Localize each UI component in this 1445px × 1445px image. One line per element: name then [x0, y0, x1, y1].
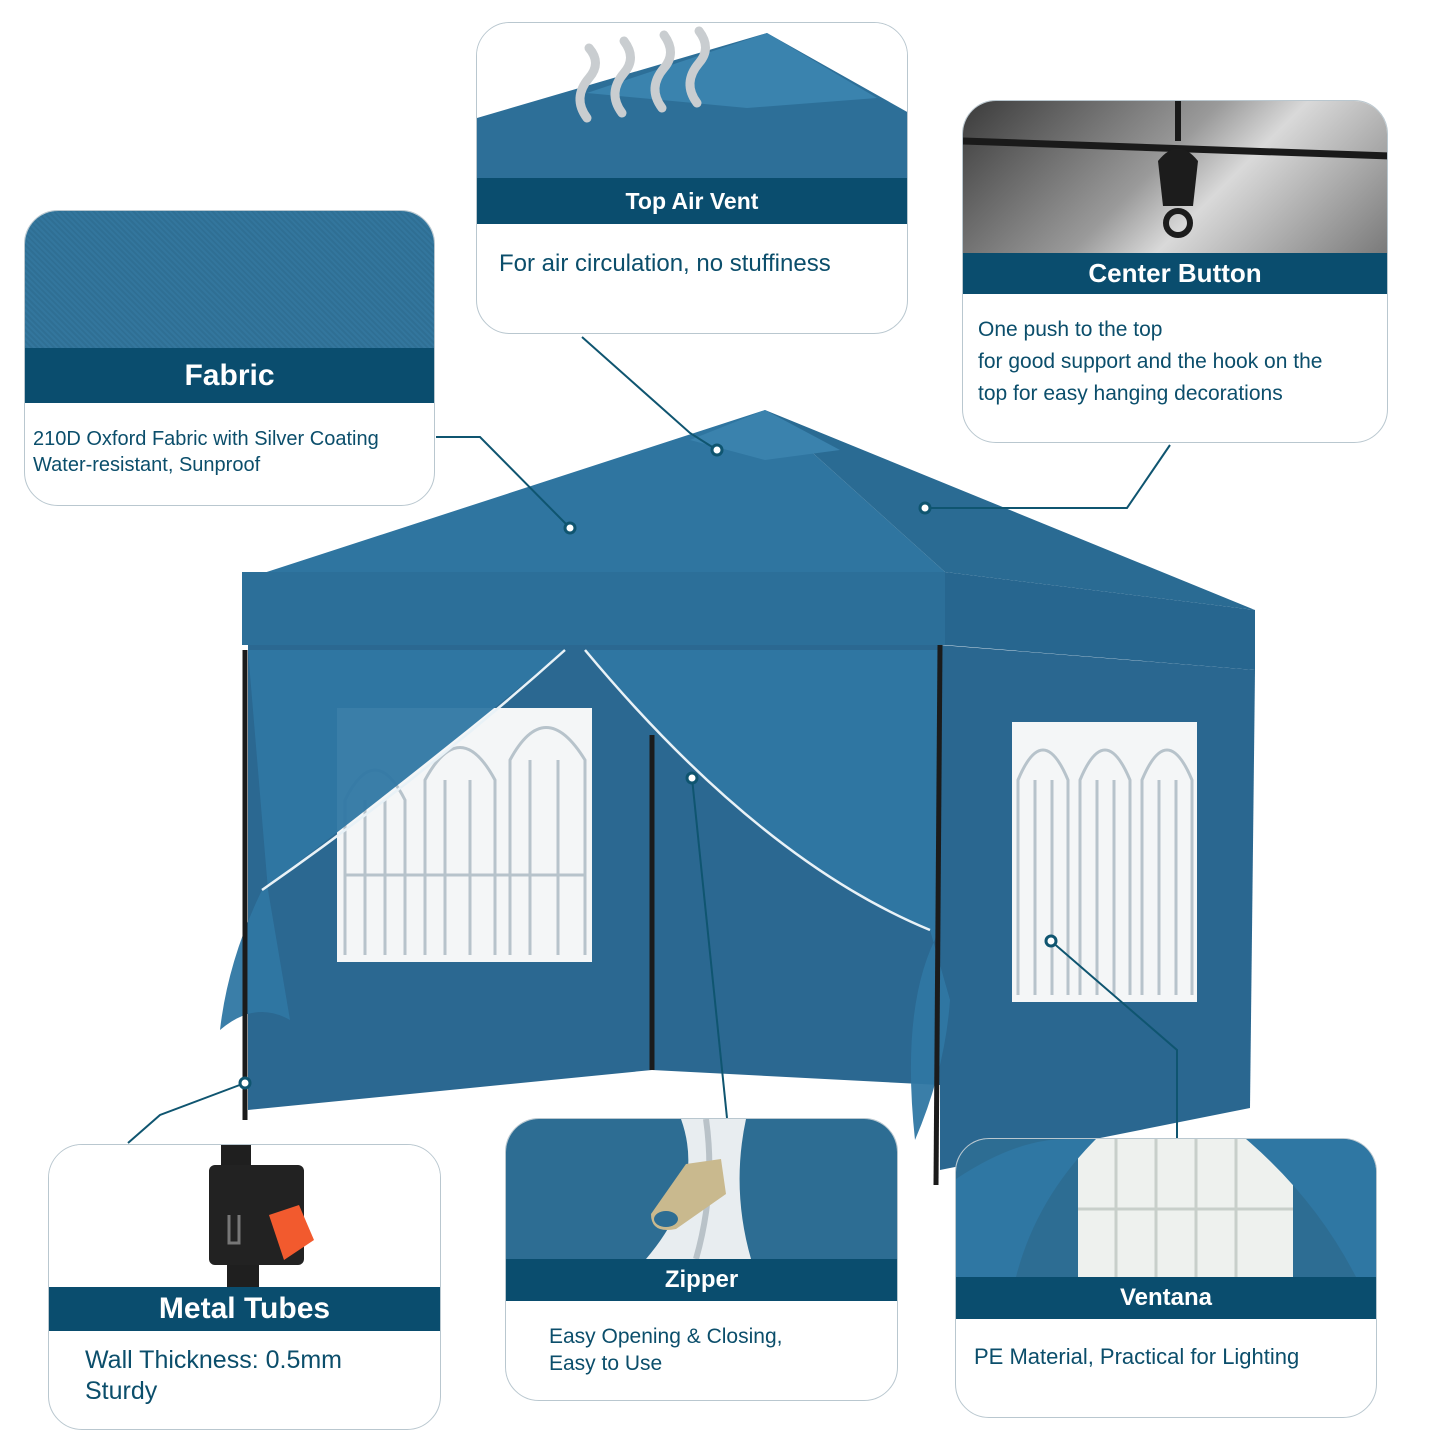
hook-icon — [1158, 148, 1198, 238]
zipper-title: Zipper — [664, 1266, 739, 1293]
vent-image — [477, 23, 907, 178]
ventana-description: PE Material, Practical for Lighting — [974, 1343, 1299, 1371]
center-button-callout: Center Button One push to the top for go… — [962, 100, 1388, 443]
center-button-title: Center Button — [1088, 258, 1262, 288]
vent-description: For air circulation, no stuffiness — [499, 249, 831, 279]
top-air-vent-callout: Top Air Vent For air circulation, no stu… — [476, 22, 908, 334]
left-curtain — [220, 650, 565, 1030]
fabric-title: Fabric — [184, 358, 275, 392]
zipper-callout: Zipper Easy Opening & Closing, Easy to U… — [505, 1118, 898, 1401]
fabric-line-1: 210D Oxford Fabric with Silver Coating — [33, 428, 379, 450]
vent-title-bar: Top Air Vent — [477, 178, 907, 224]
fabric-title-bar: Fabric — [25, 348, 434, 403]
lock-clip-icon — [269, 1205, 314, 1260]
vent-title: Top Air Vent — [625, 187, 759, 214]
zipper-line-2: Easy to Use — [549, 1352, 663, 1375]
fabric-texture-image — [25, 211, 434, 348]
fabric-line-2: Water-resistant, Sunproof — [33, 454, 261, 476]
center-button-image — [963, 101, 1387, 253]
frame-legs — [242, 644, 943, 1186]
ventana-image — [956, 1139, 1376, 1277]
center-button-line-1: One push to the top — [978, 318, 1163, 341]
zipper-pull-icon — [651, 1159, 726, 1230]
metal-tubes-title-bar: Metal Tubes — [49, 1287, 440, 1331]
center-button-description: One push to the top for good support and… — [978, 314, 1322, 410]
roof-right-panel — [765, 410, 1255, 610]
ventana-title: Ventana — [1119, 1284, 1213, 1311]
zipper-description: Easy Opening & Closing, Easy to Use — [549, 1323, 782, 1377]
side-window — [1012, 722, 1197, 1002]
metal-tubes-line-1: Wall Thickness: 0.5mm — [85, 1346, 343, 1374]
zipper-title-bar: Zipper — [506, 1259, 897, 1301]
leader-center — [925, 444, 1171, 509]
metal-tubes-description: Wall Thickness: 0.5mm Sturdy — [85, 1345, 342, 1407]
zipper-image — [506, 1119, 897, 1259]
center-button-title-bar: Center Button — [963, 253, 1387, 294]
ventana-title-bar: Ventana — [956, 1277, 1376, 1319]
metal-tube-image — [49, 1145, 440, 1287]
fabric-description: 210D Oxford Fabric with Silver Coating W… — [33, 426, 379, 478]
right-curtain — [585, 650, 950, 1140]
valance-right — [945, 572, 1255, 670]
center-button-line-3: top for easy hanging decorations — [978, 382, 1283, 405]
zipper-line-1: Easy Opening & Closing, — [549, 1325, 783, 1348]
fabric-callout: Fabric 210D Oxford Fabric with Silver Co… — [24, 210, 435, 506]
leader-zipper — [691, 777, 728, 1119]
vent-line-1: For air circulation, no stuffiness — [499, 250, 831, 277]
ventana-line-1: PE Material, Practical for Lighting — [974, 1344, 1300, 1369]
leader-ventana — [1050, 940, 1178, 1140]
leader-vent — [581, 336, 718, 451]
leader-metal — [127, 1082, 246, 1144]
ventana-callout: Ventana PE Material, Practical for Light… — [955, 1138, 1377, 1418]
valance-front — [242, 572, 945, 645]
metal-tubes-title: Metal Tubes — [158, 1292, 331, 1325]
metal-tubes-callout: Metal Tubes Wall Thickness: 0.5mm Sturdy — [48, 1144, 441, 1430]
center-button-line-2: for good support and the hook on the — [978, 350, 1323, 373]
air-flow-arrows-icon — [575, 26, 710, 123]
metal-tubes-line-2: Sturdy — [85, 1377, 158, 1405]
leader-fabric — [436, 436, 571, 529]
